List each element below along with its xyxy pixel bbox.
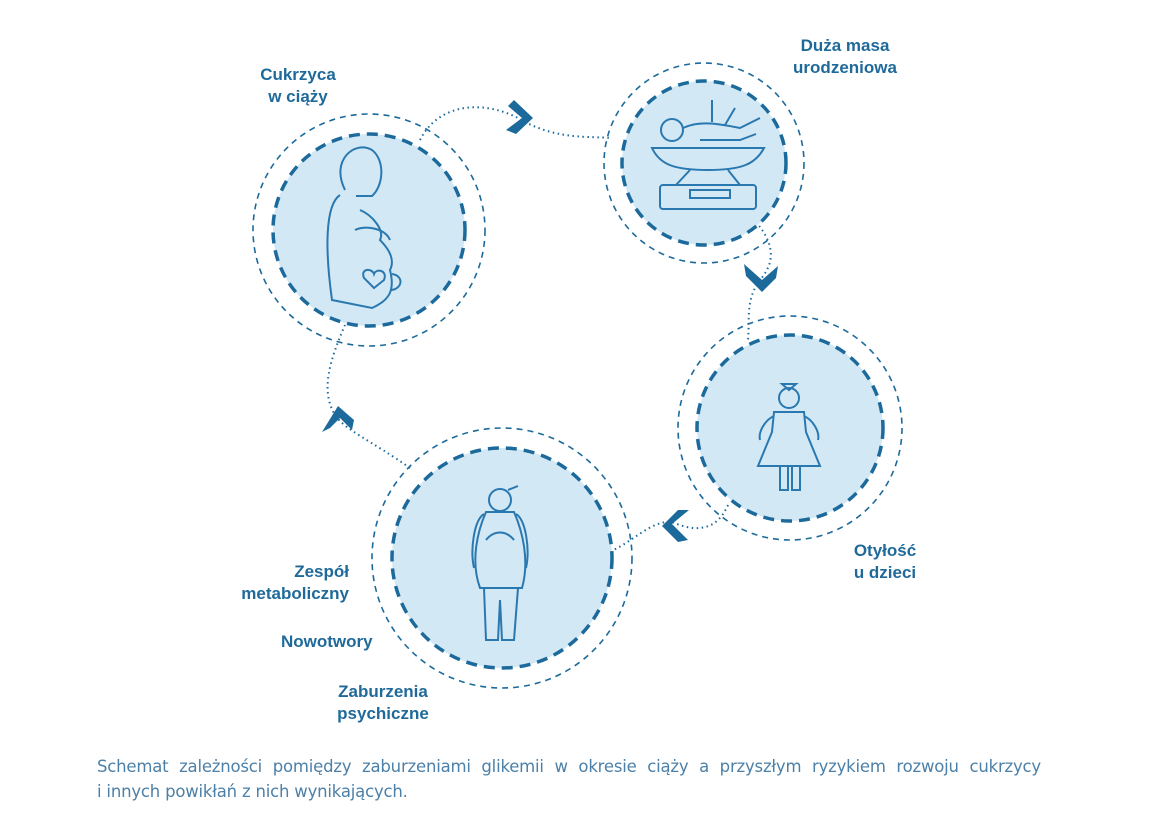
label-line: psychiczne xyxy=(337,704,429,723)
baby-scale-icon xyxy=(650,100,766,210)
chevron-down-icon xyxy=(744,264,778,292)
child-icon xyxy=(756,383,822,491)
label-mental-disorders: Zaburzenia psychiczne xyxy=(318,681,448,725)
label-metabolic-syndrome: Zespół metaboliczny xyxy=(200,561,349,605)
node-adult xyxy=(371,427,633,689)
label-line: metaboliczny xyxy=(241,584,349,603)
label-line: Nowotwory xyxy=(281,632,373,651)
chevron-right-icon xyxy=(506,100,533,134)
caption-line: Schemat zależności pomiędzy zaburzeniami… xyxy=(97,757,1041,776)
node-pregnancy xyxy=(252,113,486,347)
node-birth-weight xyxy=(603,62,805,264)
label-line: w ciąży xyxy=(268,87,328,106)
label-line: u dzieci xyxy=(853,563,917,582)
caption-line: i innych powikłań z nich wynikających. xyxy=(97,782,408,801)
label-line: Zespół xyxy=(294,562,349,581)
label-birth-weight: Duża masa urodzeniowa xyxy=(770,35,920,79)
label-line: Zaburzenia xyxy=(338,682,428,701)
chevron-up-icon xyxy=(322,406,354,432)
connector-adult-to-pregnancy xyxy=(326,324,411,469)
connector-birthweight-to-child xyxy=(747,221,772,341)
label-line: Duża masa xyxy=(800,36,890,55)
node-child-obesity xyxy=(677,315,903,541)
label-child-obesity: Otyłość u dzieci xyxy=(825,540,945,584)
adult-obese-icon xyxy=(471,485,529,641)
chevron-left-icon xyxy=(662,510,689,542)
label-cancer: Nowotwory xyxy=(281,631,373,653)
label-pregnancy-diabetes: Cukrzyca w ciąży xyxy=(238,64,358,108)
label-line: urodzeniowa xyxy=(793,58,897,77)
label-line: Otyłość xyxy=(853,541,917,560)
pregnant-woman-icon xyxy=(326,146,402,310)
figure-caption: Schemat zależności pomiędzy zaburzeniami… xyxy=(97,754,1041,804)
label-line: Cukrzyca xyxy=(260,65,336,84)
